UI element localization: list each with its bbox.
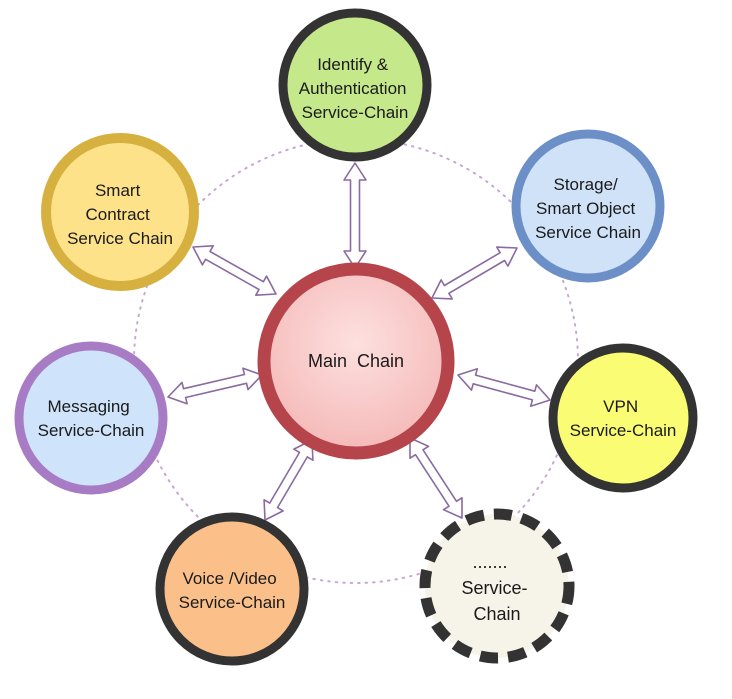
node-voice-line-1: Voice /Video: [183, 569, 277, 588]
node-smart-contract[interactable]: Smart Contract Service Chain: [41, 133, 199, 291]
node-smart-contract-line-1: Smart: [95, 181, 141, 200]
node-voice-line-2: Service-Chain: [179, 593, 286, 612]
svg-text:VPN Service-Chain: VPN Service-Chain: [570, 397, 677, 440]
main-chain-circle: [257, 262, 455, 460]
arrow-main-storage: [431, 246, 518, 300]
node-storage-line-3: Service Chain: [535, 223, 641, 242]
node-storage-line-2: Smart Object: [536, 199, 635, 218]
node-vpn-circle: [548, 343, 698, 493]
main-chain-label: Main Chain: [308, 351, 404, 371]
node-smart-contract-circle: [41, 133, 199, 291]
node-storage[interactable]: Storage/ Smart Object Service Chain: [511, 129, 665, 283]
node-smart-contract-line-2: Contract: [86, 205, 151, 224]
arrow-main-vpn: [457, 367, 551, 408]
svg-text:Voice /Video Service-Cha: Voice /Video Service-Chain: [179, 569, 286, 612]
node-other[interactable]: ....... Service- Chain: [419, 508, 575, 664]
svg-text:Identify & Authenticatio: Identify & Authentication Service-Chain: [299, 55, 411, 122]
arrow-main-identify: [343, 162, 367, 269]
node-other-line-1: Service-: [461, 578, 527, 598]
node-smart-contract-line-3: Service Chain: [67, 229, 173, 248]
svg-text:Smart Contract Ser: Smart Contract Service Chain: [67, 181, 173, 248]
node-identify-line-1: Identify &: [317, 55, 389, 74]
arrow-main-other: [409, 437, 463, 519]
arrow-main-smart-contract: [192, 245, 277, 297]
connection-arrows: [167, 162, 551, 521]
node-vpn-line-2: Service-Chain: [570, 421, 677, 440]
node-messaging-circle: [14, 341, 168, 495]
node-voice-circle: [155, 512, 309, 666]
node-vpn[interactable]: VPN Service-Chain: [548, 343, 698, 493]
node-other-dots: .......: [472, 552, 507, 572]
node-storage-line-1: Storage/: [554, 175, 619, 194]
svg-text:Messaging Service-Chain: Messaging Service-Chain: [38, 397, 145, 440]
svg-text:Storage/ Smart Object: Storage/ Smart Object Service Chain: [535, 175, 641, 242]
main-chain-node[interactable]: Main Chain: [257, 262, 455, 460]
node-messaging-line-2: Service-Chain: [38, 421, 145, 440]
node-identify-line-2: Authentication: [299, 79, 407, 98]
node-identify-line-3: Service-Chain: [302, 103, 409, 122]
node-voice[interactable]: Voice /Video Service-Chain: [155, 512, 309, 666]
node-storage-circle: [511, 129, 665, 283]
svg-text:Service- Chain: Service- Chain: [461, 578, 532, 624]
node-other-circle: [419, 508, 575, 664]
arrow-main-messaging: [167, 367, 263, 405]
node-identify[interactable]: Identify & Authentication Service-Chain: [278, 8, 432, 162]
node-messaging-line-1: Messaging: [48, 397, 130, 416]
node-vpn-line-1: VPN: [603, 397, 638, 416]
node-identify-circle: [278, 8, 432, 162]
arrow-main-voice: [263, 439, 314, 521]
node-other-line-2: Chain: [473, 604, 520, 624]
node-messaging[interactable]: Messaging Service-Chain: [14, 341, 168, 495]
